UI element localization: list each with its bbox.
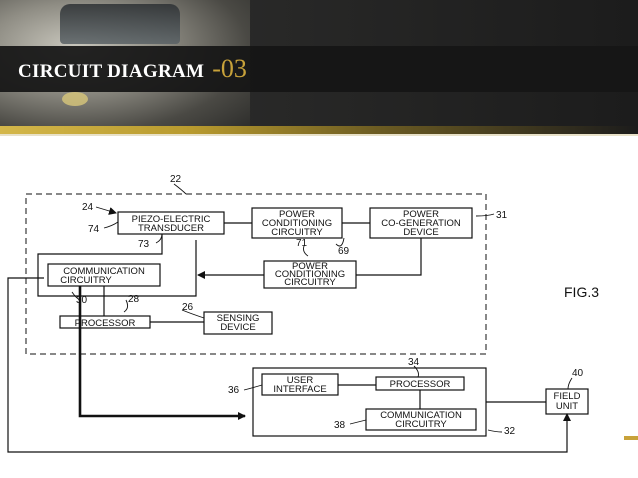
ref-36: 36 <box>228 385 240 396</box>
power-conditioning-mid-block: POWER CONDITIONING CIRCUITRY <box>263 260 357 289</box>
header-banner <box>0 0 638 134</box>
processor-right-block: PROCESSOR <box>375 376 465 391</box>
processor-right-label: PROCESSOR <box>390 379 451 390</box>
field-unit-label-1: FIELD <box>554 391 581 402</box>
thick-data-link <box>78 286 246 420</box>
divider-line <box>0 134 638 136</box>
reference-numerals: 22 24 74 73 71 69 31 30 28 26 34 36 38 3… <box>76 174 584 437</box>
comm-left-label-1: COMMUNICATION <box>63 266 145 277</box>
user-interface-block: USER INTERFACE <box>261 373 339 396</box>
train-headlight <box>62 92 88 106</box>
pc-top-label-3: CIRCUITRY <box>271 227 323 238</box>
comm-left-label-2: CIRCUITRY <box>60 275 112 286</box>
field-unit-label-2: UNIT <box>556 401 578 412</box>
ref-26: 26 <box>182 302 194 313</box>
connection-lines <box>7 222 571 453</box>
pc-mid-label-3: CIRCUITRY <box>284 277 336 288</box>
pc-mid-label-2: CONDITIONING <box>275 269 345 280</box>
ui-label-2: INTERFACE <box>273 384 326 395</box>
ref-28: 28 <box>128 294 140 305</box>
processor-left-label: PROCESSOR <box>75 318 136 329</box>
ref-30: 30 <box>76 295 88 306</box>
pc-mid-label-1: POWER <box>292 261 328 272</box>
sensing-label-2: DEVICE <box>220 322 255 333</box>
ref-38: 38 <box>334 420 346 431</box>
ref-24: 24 <box>82 202 94 213</box>
ref-31: 31 <box>496 210 508 221</box>
processor-left-block: PROCESSOR <box>59 315 151 329</box>
ui-label-1: USER <box>287 375 314 386</box>
cogen-label-2: CO-GENERATION <box>381 218 461 229</box>
ref-34: 34 <box>408 357 420 368</box>
slide-title: CIRCUIT DIAGRAM -03 <box>18 54 247 84</box>
piezo-label-2: TRANSDUCER <box>138 223 204 234</box>
ref-71: 71 <box>296 238 308 249</box>
pc-top-label-1: POWER <box>279 209 315 220</box>
piezo-label-1: PIEZO-ELECTRIC <box>132 214 211 225</box>
ref-69: 69 <box>338 246 350 257</box>
title-bar <box>0 46 638 92</box>
comm-right-label-1: COMMUNICATION <box>380 410 462 421</box>
sensor-unit-boundary <box>25 193 487 355</box>
power-cogeneration-block: POWER CO-GENERATION DEVICE <box>369 207 473 239</box>
corner-accent <box>624 436 638 440</box>
ref-22: 22 <box>170 174 182 185</box>
pc-top-label-2: CONDITIONING <box>262 218 332 229</box>
ref-40: 40 <box>572 368 584 379</box>
communication-circuitry-right-block: COMMUNICATION CIRCUITRY <box>365 408 477 431</box>
ref-73: 73 <box>138 239 150 250</box>
cogen-label-3: DEVICE <box>403 227 438 238</box>
sensing-device-block: SENSING DEVICE <box>203 311 273 335</box>
field-unit-block: FIELD UNIT <box>545 388 589 415</box>
comm-right-label-2: CIRCUITRY <box>395 419 447 430</box>
reference-leaders <box>71 183 573 433</box>
sensing-label-1: SENSING <box>217 313 260 324</box>
piezo-transducer-block: PIEZO-ELECTRIC TRANSDUCER <box>117 211 225 235</box>
power-conditioning-top-block: POWER CONDITIONING CIRCUITRY <box>251 207 343 239</box>
gold-accent-strip <box>0 126 638 134</box>
slide-title-main: CIRCUIT DIAGRAM <box>18 61 205 82</box>
slide-title-suffix: -03 <box>212 54 247 83</box>
figure-label: FIG.3 <box>564 284 599 300</box>
cogen-label-1: POWER <box>403 209 439 220</box>
communication-circuitry-left-block: COMMUNICATION CIRCUITRY <box>47 263 161 287</box>
ref-74: 74 <box>88 224 100 235</box>
ref-32: 32 <box>504 426 516 437</box>
train-window <box>60 4 180 44</box>
